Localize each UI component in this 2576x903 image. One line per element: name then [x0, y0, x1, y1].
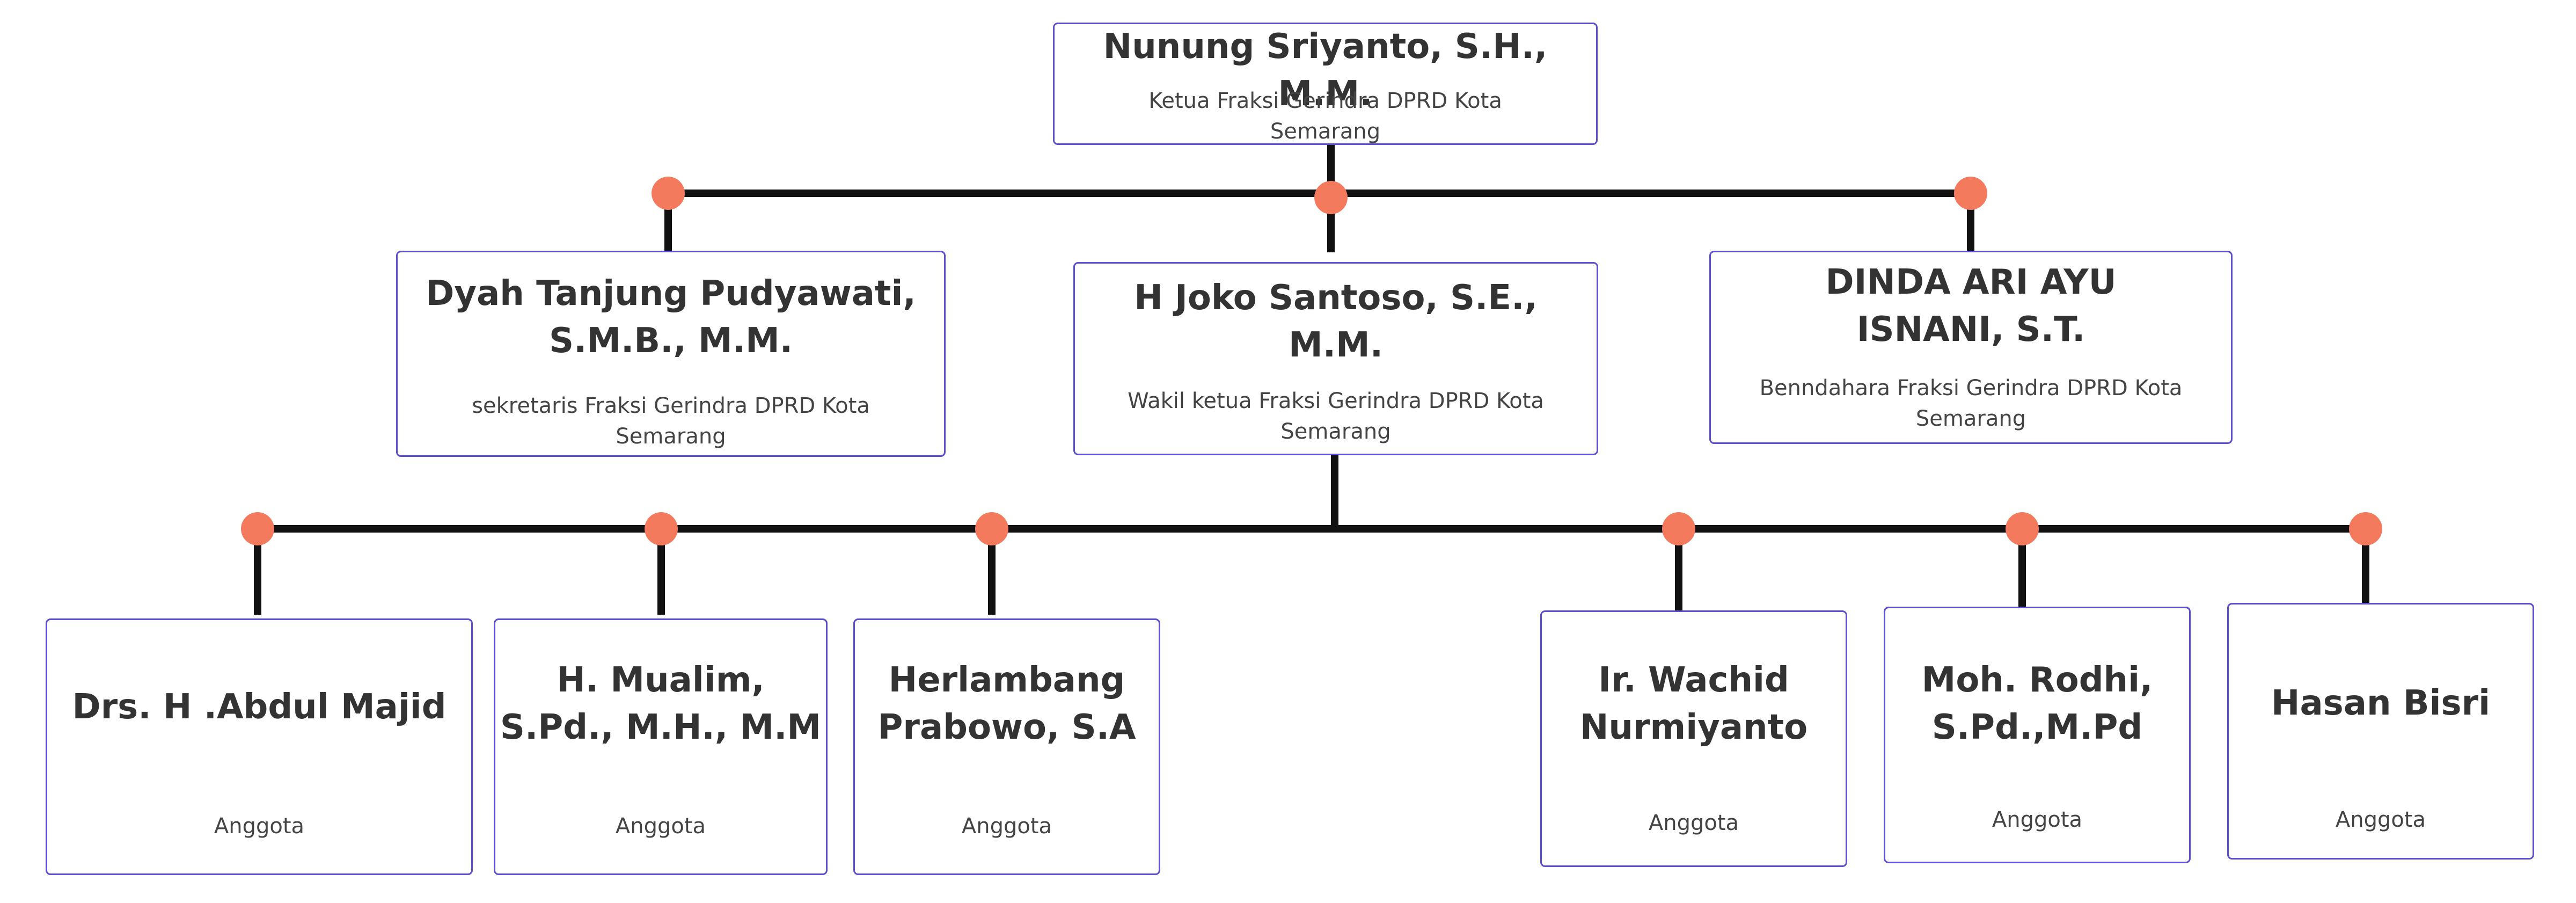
node-role: Anggota: [1992, 807, 2083, 832]
node-name: H Joko Santoso, S.E., M.M.: [1134, 278, 1538, 366]
node-name: Drs. H .Abdul Majid: [72, 687, 447, 727]
connector-dot: [652, 177, 685, 210]
node-role: Wakil ketua Fraksi Gerindra DPRD Kota Se…: [1128, 389, 1544, 444]
connector-dot: [975, 512, 1008, 545]
node-role: Ketua Fraksi Gerindra DPRD Kota Semarang: [1148, 89, 1502, 144]
node-role: Anggota: [961, 814, 1052, 839]
node-name: Herlambang Prabowo, S.A: [877, 660, 1136, 748]
node-role: Benndahara Fraksi Gerindra DPRD Kota Sem…: [1759, 376, 2183, 431]
connector-dot: [2349, 512, 2382, 545]
node-name: Moh. Rodhi, S.Pd.,M.Pd: [1921, 660, 2153, 748]
node-name: Nunung Sriyanto, S.H., M.M.: [1103, 27, 1548, 114]
org-node-member: Ir. Wachid Nurmiyanto Anggota: [1540, 610, 1847, 867]
org-node-head: Nunung Sriyanto, S.H., M.M. Ketua Fraksi…: [1053, 23, 1598, 145]
node-name: H. Mualim, S.Pd., M.H., M.M: [500, 660, 822, 748]
connector-dot: [1314, 181, 1348, 214]
node-role: Anggota: [214, 814, 305, 839]
node-role: Anggota: [615, 814, 706, 839]
connector-dot: [645, 512, 678, 545]
org-node-member: Moh. Rodhi, S.Pd.,M.Pd Anggota: [1884, 607, 2191, 863]
node-name: Dyah Tanjung Pudyawati, S.M.B., M.M.: [426, 274, 916, 361]
connector-dot: [2006, 512, 2039, 545]
org-node-member: H. Mualim, S.Pd., M.H., M.M Anggota: [494, 618, 828, 875]
node-name: Ir. Wachid Nurmiyanto: [1579, 660, 1808, 748]
node-role: sekretaris Fraksi Gerindra DPRD Kota Sem…: [472, 394, 870, 449]
node-role: Anggota: [2335, 807, 2426, 832]
org-node-member: Hasan Bisri Anggota: [2227, 603, 2534, 860]
connector-dot: [1954, 177, 1987, 210]
node-name: Hasan Bisri: [2271, 683, 2491, 723]
org-node-member: Drs. H .Abdul Majid Anggota: [46, 618, 473, 875]
node-role: Anggota: [1648, 811, 1739, 835]
org-node-treasurer: DINDA ARI AYU ISNANI, S.T. Benndahara Fr…: [1709, 251, 2233, 444]
org-node-secretary: Dyah Tanjung Pudyawati, S.M.B., M.M. sek…: [396, 251, 946, 457]
org-node-member: Herlambang Prabowo, S.A Anggota: [853, 618, 1160, 875]
node-name: DINDA ARI AYU ISNANI, S.T.: [1825, 263, 2117, 350]
org-node-vice-chair: H Joko Santoso, S.E., M.M. Wakil ketua F…: [1073, 262, 1598, 455]
connector-dot: [241, 512, 274, 545]
connector-dot: [1662, 512, 1695, 545]
